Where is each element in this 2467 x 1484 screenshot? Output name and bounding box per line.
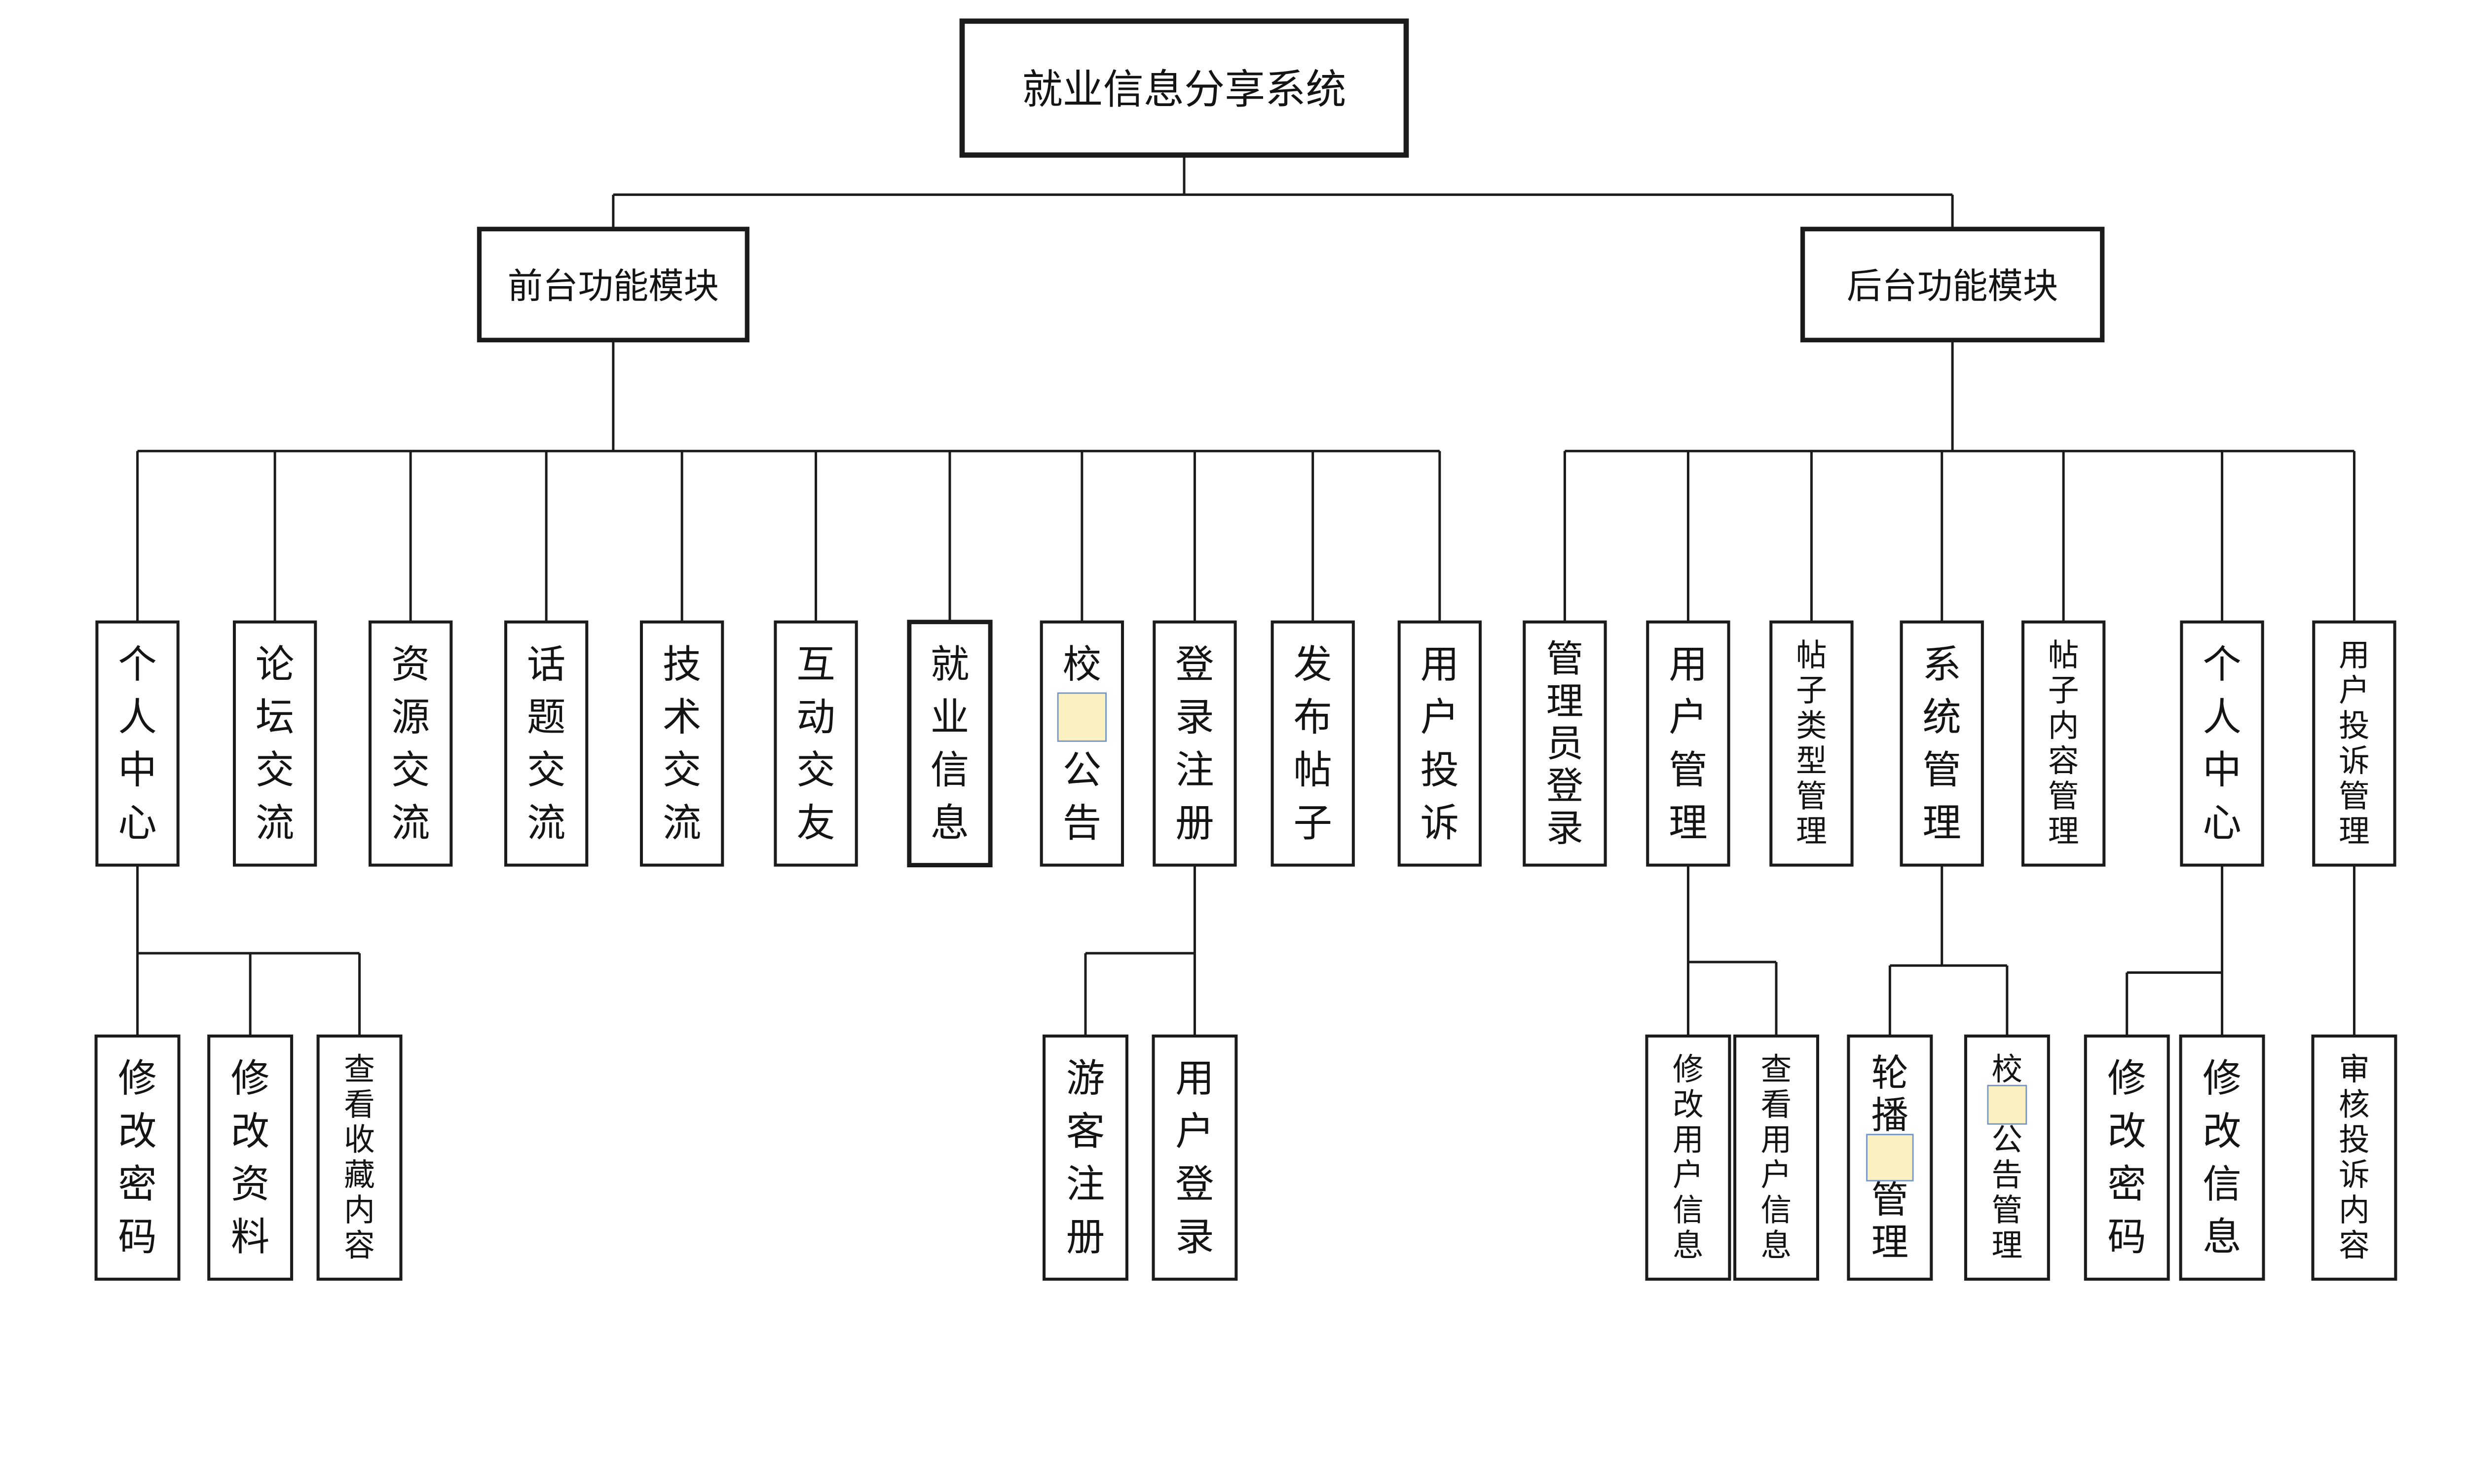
- back-sub-node-label-3-1: 校园公告管理: [1991, 1052, 2022, 1263]
- back-sub-node-label-6-0: 审核投诉内容: [2339, 1052, 2370, 1263]
- back-sub-node-box-5-0: [2084, 1034, 2170, 1281]
- back-node-label-1: 用户管理: [1669, 642, 1708, 844]
- front-node-label-2: 资源交流: [391, 642, 430, 844]
- back-node-label-5: 个人中心: [2203, 642, 2242, 844]
- front-sub-node-box-0-0: [94, 1034, 181, 1281]
- front-node-box-3: [504, 620, 589, 867]
- connector-layer: [136, 155, 2355, 1036]
- root-node-label: 就业信息分享系统: [1022, 68, 1346, 112]
- highlighted-character-marker: [1866, 1134, 1914, 1182]
- back-sub-node-box-1-1: [1733, 1034, 1819, 1281]
- front-sub-node-label-0-2: 查看收藏内容: [344, 1052, 375, 1263]
- front-node-box-0: [95, 620, 180, 867]
- back-node-box-1: [1646, 620, 1730, 867]
- back-node-box-3: [1900, 620, 1984, 867]
- front-node-label-7: 校园公告: [1063, 642, 1102, 844]
- back-node-label-0: 管理员登录: [1546, 638, 1583, 849]
- front-sub-node-box-0-2: [316, 1034, 403, 1281]
- back-sub-node-label-1-0: 修改用户信息: [1673, 1052, 1704, 1263]
- back-sub-node-box-6-0: [2311, 1034, 2397, 1281]
- front-node-box-10: [1397, 620, 1482, 867]
- front-sub-node-box-8-0: [1043, 1034, 1128, 1281]
- front-module-box: [477, 226, 749, 342]
- back-sub-node-box-3-1: [1964, 1034, 2050, 1281]
- back-sub-node-label-1-1: 查看用户信息: [1761, 1052, 1792, 1263]
- back-node-box-2: [1769, 620, 1854, 867]
- back-node-box-0: [1523, 620, 1607, 867]
- highlighted-character-marker: [1057, 692, 1107, 742]
- back-node-label-4: 帖子内容管理: [2048, 638, 2079, 849]
- root-node-box: [959, 18, 1409, 158]
- back-module-box: [1800, 226, 2105, 342]
- front-node-label-1: 论坛交流: [256, 642, 295, 844]
- back-node-box-4: [2021, 620, 2106, 867]
- back-node-label-3: 系统管理: [1922, 642, 1961, 844]
- back-sub-node-box-5-1: [2179, 1034, 2265, 1281]
- back-sub-node-box-1-0: [1645, 1034, 1731, 1281]
- front-module-label: 前台功能模块: [508, 266, 719, 306]
- box-layer: [94, 18, 2397, 1281]
- front-node-box-7: [1040, 620, 1124, 867]
- front-node-label-3: 话题交流: [527, 642, 566, 844]
- back-sub-node-label-5-0: 修改密码: [2107, 1057, 2146, 1259]
- front-node-box-5: [774, 620, 858, 867]
- front-node-label-0: 个人中心: [118, 642, 157, 844]
- front-sub-node-label-8-1: 用户登录: [1175, 1057, 1214, 1259]
- front-node-box-9: [1271, 620, 1355, 867]
- front-sub-node-box-0-1: [207, 1034, 294, 1281]
- front-sub-node-box-8-1: [1152, 1034, 1238, 1281]
- front-node-box-4: [639, 620, 724, 867]
- front-sub-node-label-0-0: 修改密码: [118, 1057, 157, 1259]
- back-node-label-6: 用户投诉管理: [2339, 638, 2370, 849]
- front-node-label-4: 技术交流: [663, 642, 702, 844]
- front-node-label-9: 发布帖子: [1293, 642, 1332, 844]
- back-module-label: 后台功能模块: [1847, 266, 2058, 306]
- front-node-label-6: 就业信息: [931, 642, 970, 844]
- front-node-box-8: [1153, 620, 1237, 867]
- back-node-box-6: [2312, 620, 2396, 867]
- back-node-box-5: [2180, 620, 2264, 867]
- back-node-label-2: 帖子类型管理: [1796, 638, 1827, 849]
- front-node-box-1: [232, 620, 317, 867]
- front-node-label-5: 互动交友: [796, 642, 835, 844]
- front-node-box-6: [907, 620, 993, 868]
- front-sub-node-label-8-0: 游客注册: [1066, 1057, 1105, 1259]
- front-node-label-10: 用户投诉: [1420, 642, 1459, 844]
- highlighted-character-marker: [1987, 1084, 2027, 1125]
- back-sub-node-label-5-1: 修改信息: [2203, 1057, 2242, 1259]
- front-node-label-8: 登录注册: [1175, 642, 1214, 844]
- front-sub-node-label-0-1: 修改资料: [231, 1057, 270, 1259]
- front-node-box-2: [368, 620, 453, 867]
